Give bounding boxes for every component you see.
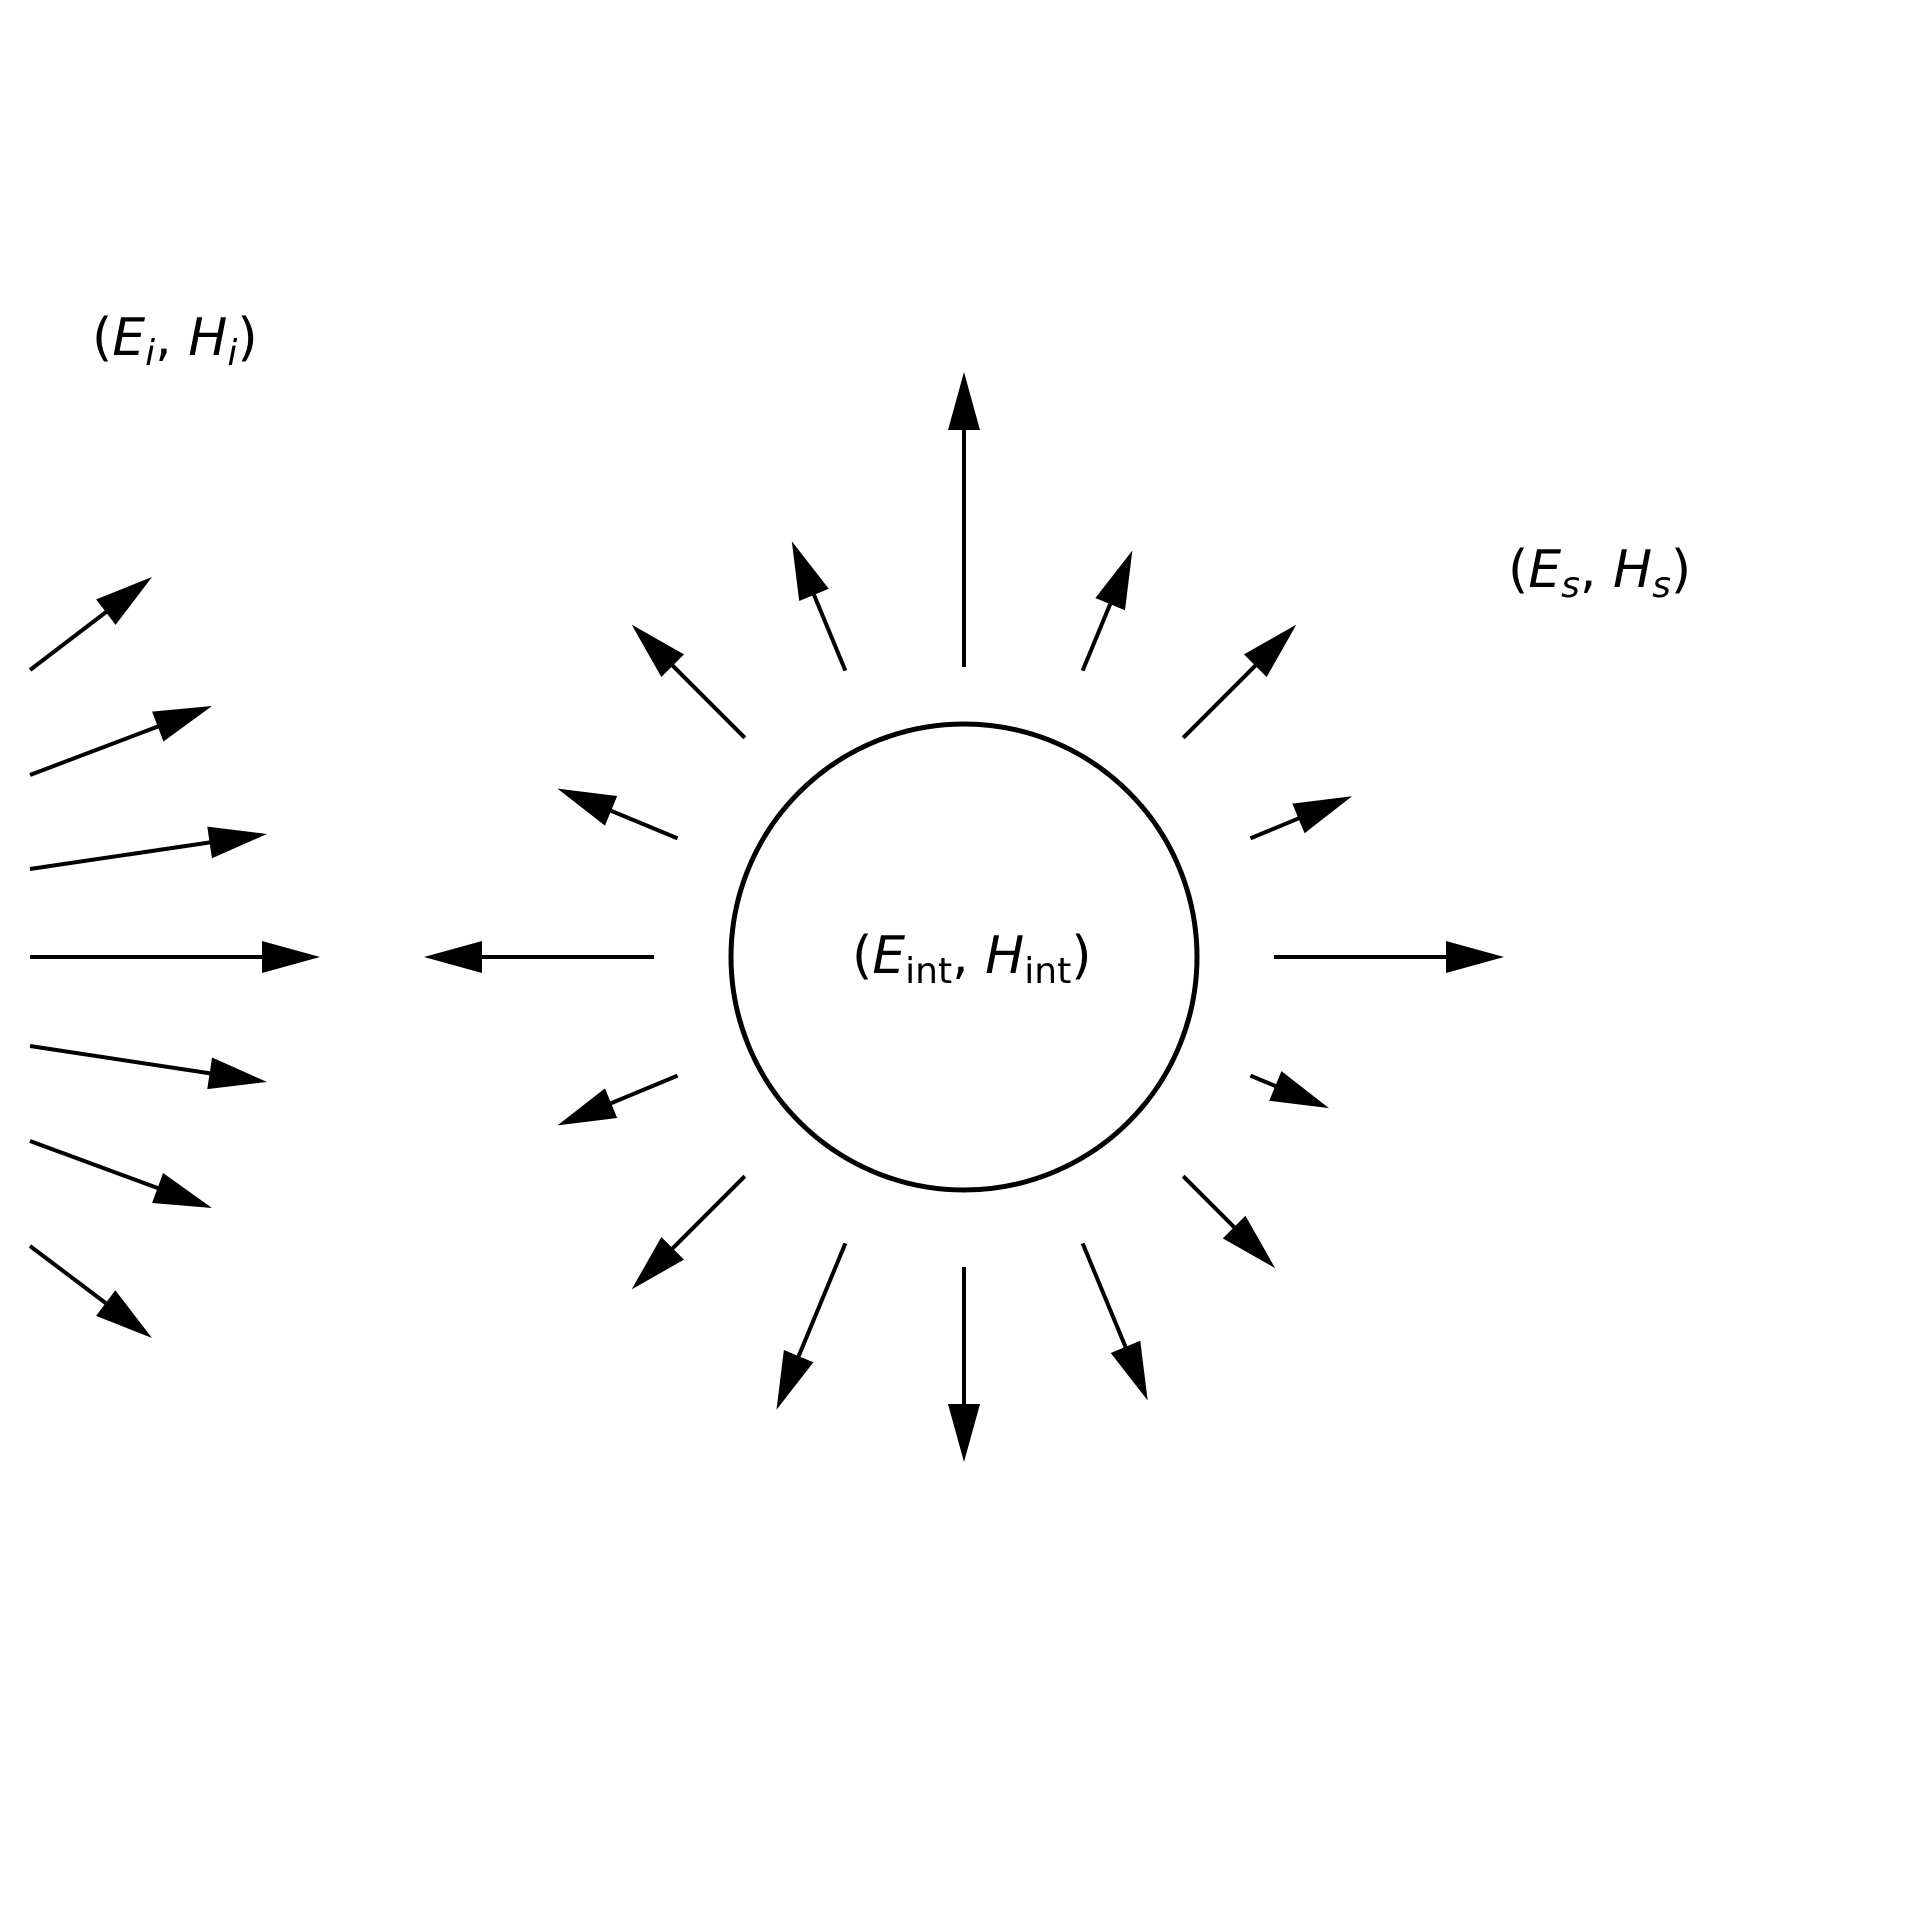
scattered-arrow-14 — [1080, 1242, 1148, 1401]
incident-arrow-1 — [28, 577, 152, 672]
scattered-arrow-2 — [1249, 796, 1353, 841]
scatterer-sphere — [728, 721, 1200, 1193]
scattered-arrow-7-shaft — [668, 661, 747, 740]
scattered-arrow-10-head — [557, 1088, 618, 1126]
scattered-arrow-9 — [424, 941, 654, 973]
scattered-arrow-3-head — [1244, 624, 1297, 677]
incident-arrow-3-head — [207, 826, 267, 859]
incident-arrow-2-shaft — [29, 723, 163, 777]
scattered-arrow-10-shaft — [606, 1073, 679, 1107]
incident-arrow-4-head — [262, 941, 320, 973]
scattered-arrow-6-head — [791, 541, 829, 601]
incident-field-label: (Ei, Hi) — [92, 308, 258, 375]
scattered-arrow-4-head — [1095, 550, 1133, 611]
scattered-arrow-15-shaft — [1181, 1174, 1239, 1232]
scattered-arrow-2-head — [1292, 796, 1353, 834]
scattered-arrow-12-head — [776, 1349, 814, 1410]
incident-arrow-2-head — [152, 706, 212, 742]
scattered-arrow-4-shaft — [1080, 599, 1114, 672]
scattered-arrow-7 — [631, 624, 747, 740]
scattered-arrow-6 — [791, 541, 848, 672]
incident-arrow-3-shaft — [29, 839, 214, 871]
incident-arrow-6 — [29, 1139, 212, 1208]
incident-arrow-7 — [28, 1244, 152, 1338]
scattered-arrow-2-shaft — [1249, 815, 1303, 841]
scattered-arrow-13 — [948, 1267, 980, 1462]
scattered-arrow-5-head — [948, 372, 980, 430]
scattered-arrow-9-head — [424, 941, 482, 973]
scattered-field-label: (Es, Hs) — [1508, 540, 1692, 607]
scattered-arrow-11 — [631, 1174, 747, 1290]
scattered-arrow-15-head — [1222, 1215, 1276, 1269]
incident-arrow-4 — [30, 941, 320, 973]
incident-arrow-2 — [29, 706, 212, 777]
incident-field-arrows — [28, 577, 320, 1338]
incident-arrow-3 — [29, 826, 267, 871]
scattered-arrow-8-shaft — [606, 807, 679, 841]
incident-arrow-7-shaft — [28, 1244, 111, 1308]
scattered-arrow-11-shaft — [668, 1174, 747, 1253]
scattered-arrow-1 — [1274, 941, 1504, 973]
incident-arrow-5-shaft — [29, 1044, 214, 1076]
incident-arrow-5 — [29, 1044, 267, 1090]
scattered-arrow-6-shaft — [810, 590, 848, 672]
incident-arrow-6-shaft — [29, 1139, 163, 1192]
incident-arrow-7-head — [96, 1290, 152, 1338]
scattered-arrow-8 — [557, 788, 679, 841]
scattered-arrow-8-head — [557, 788, 618, 826]
scattered-arrow-7-head — [631, 624, 684, 677]
incident-arrow-5-head — [207, 1057, 267, 1090]
scattered-arrow-16-head — [1269, 1071, 1329, 1109]
scattered-arrow-4 — [1080, 550, 1133, 672]
scattered-arrow-5 — [948, 372, 980, 667]
internal-field-label: (Eint, Hint) — [852, 926, 1092, 993]
scattered-arrow-16-shaft — [1249, 1073, 1280, 1090]
scattered-arrow-14-shaft — [1080, 1242, 1129, 1352]
incident-arrow-6-head — [152, 1172, 212, 1208]
scattered-arrow-3 — [1181, 624, 1297, 740]
scattered-arrow-14-head — [1110, 1340, 1148, 1401]
scattered-field-arrows — [424, 372, 1504, 1462]
scattered-arrow-11-head — [631, 1237, 684, 1290]
scattered-arrow-13-head — [948, 1404, 980, 1462]
incident-arrow-1-shaft — [28, 608, 111, 672]
scattered-arrow-3-shaft — [1181, 661, 1260, 740]
scattered-arrow-1-head — [1446, 941, 1504, 973]
scattered-arrow-12 — [776, 1242, 848, 1410]
scattered-arrow-10 — [557, 1073, 679, 1126]
incident-arrow-1-head — [96, 577, 152, 625]
scattered-arrow-12-shaft — [795, 1242, 848, 1361]
scattered-arrow-15 — [1181, 1174, 1276, 1269]
scattered-arrow-16 — [1249, 1071, 1329, 1109]
